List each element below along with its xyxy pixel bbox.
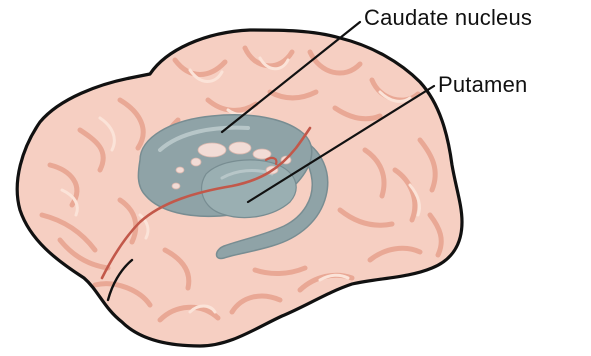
- putamen-label: Putamen: [438, 72, 527, 98]
- caudate-nucleus-label: Caudate nucleus: [364, 5, 532, 31]
